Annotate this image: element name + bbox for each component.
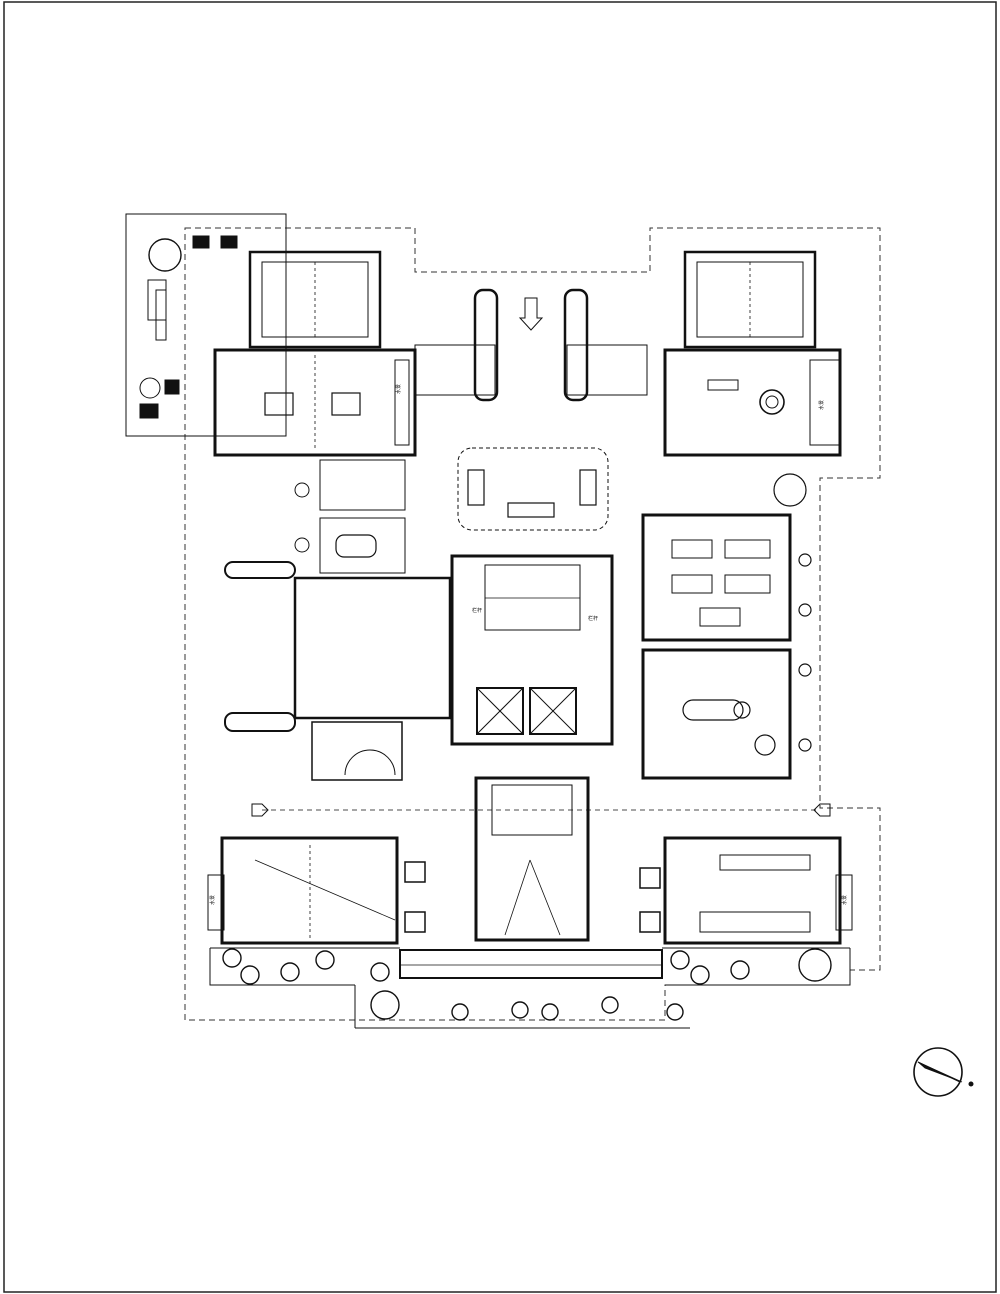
tree-icon bbox=[773, 473, 807, 507]
room-tag: 水景 bbox=[841, 895, 848, 905]
shrub-icon bbox=[601, 996, 619, 1014]
bottom-garden-edge-right bbox=[665, 948, 851, 986]
shrub-icon bbox=[370, 962, 390, 982]
bottom-garden-edge bbox=[209, 948, 355, 986]
shrub-icon bbox=[315, 950, 335, 970]
right-meeting-room bbox=[641, 513, 792, 642]
top-right-lounge bbox=[663, 348, 842, 457]
shrub-icon bbox=[451, 1003, 469, 1021]
central-lobby bbox=[224, 561, 452, 732]
room-tag: 水景 bbox=[818, 400, 825, 410]
stair-core bbox=[450, 554, 614, 746]
bottom-left-room bbox=[207, 836, 399, 945]
shrub-icon bbox=[730, 960, 750, 980]
bottom-central-hall bbox=[404, 776, 661, 942]
axis-line bbox=[251, 803, 831, 817]
shrub-icon bbox=[222, 948, 242, 968]
right-garden bbox=[773, 473, 812, 752]
entrance-gates bbox=[414, 288, 648, 402]
right-vip-room bbox=[641, 648, 792, 780]
site-boundary bbox=[184, 227, 881, 1021]
tree-icon bbox=[370, 990, 400, 1020]
tree-icon bbox=[148, 238, 182, 272]
shrub-icon bbox=[240, 965, 260, 985]
entry-arrow-icon bbox=[518, 297, 544, 331]
shrub-icon bbox=[511, 1001, 529, 1019]
shrub-icon bbox=[670, 950, 690, 970]
room-tag: 水景 bbox=[209, 895, 216, 905]
top-right-pavilion bbox=[683, 250, 817, 349]
north-arrow-icon bbox=[913, 1047, 974, 1097]
left-lower-rooms bbox=[311, 721, 403, 781]
round-table-icon bbox=[759, 389, 785, 415]
shrub-icon bbox=[280, 962, 300, 982]
left-service-strip bbox=[294, 459, 406, 574]
reception-lounge bbox=[457, 447, 609, 531]
bottom-colonnade bbox=[399, 949, 663, 979]
tree-icon bbox=[798, 948, 832, 982]
shrub-icon bbox=[541, 1003, 559, 1021]
top-left-dining bbox=[213, 348, 417, 457]
shrub-icon bbox=[666, 1003, 684, 1021]
stair-tag: 栏杆 bbox=[588, 615, 598, 622]
top-left-pavilion bbox=[248, 250, 382, 349]
stair-tag: 栏杆 bbox=[472, 607, 482, 614]
room-tag: 水景 bbox=[395, 384, 402, 394]
bottom-garden bbox=[210, 947, 850, 1029]
sheet-border bbox=[3, 1, 997, 1293]
bottom-right-room bbox=[663, 836, 853, 945]
top-left-terrace bbox=[125, 213, 287, 437]
shrub-icon bbox=[690, 965, 710, 985]
